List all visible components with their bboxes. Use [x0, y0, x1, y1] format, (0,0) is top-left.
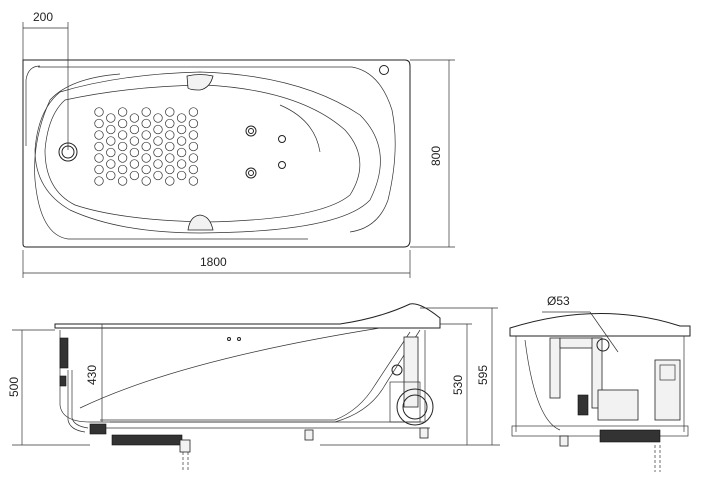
air-jet [106, 170, 116, 181]
air-jet [117, 118, 128, 129]
grip-top [186, 74, 214, 91]
air-jet [141, 176, 151, 186]
air-jet [94, 118, 104, 129]
air-jet [106, 159, 116, 169]
foot [304, 429, 314, 441]
air-jet [106, 147, 116, 158]
pump-motor [389, 336, 434, 426]
air-jet [176, 124, 187, 135]
air-jet [165, 130, 175, 140]
dimension-headrest-height: 595 [420, 307, 498, 445]
air-jet [153, 124, 163, 135]
rim-inner-line [38, 66, 396, 233]
air-jet [176, 147, 187, 158]
dimension-inner-depth: 430 [85, 324, 103, 422]
air-jet [141, 107, 151, 117]
air-jet [176, 170, 187, 181]
overflow-icon [379, 65, 389, 75]
air-jet [129, 159, 140, 169]
air-jet [176, 159, 187, 169]
air-jet [153, 136, 163, 146]
air-jet [165, 164, 175, 175]
air-jet [94, 141, 104, 152]
air-jet [117, 107, 128, 117]
grip-bottom [187, 214, 214, 231]
air-jet [188, 164, 199, 175]
air-jet [117, 153, 128, 163]
dim-label-530: 530 [451, 375, 465, 395]
air-jet [141, 118, 151, 129]
air-jet [188, 107, 199, 117]
air-jet [94, 153, 104, 163]
air-jet [165, 176, 175, 186]
air-jet [153, 170, 163, 181]
air-jet [94, 107, 104, 117]
dimension-width: 800 [410, 59, 455, 248]
air-jet [129, 113, 140, 123]
dim-label-430: 430 [85, 365, 99, 385]
air-jet-grid [94, 107, 199, 186]
dimension-drain-offset: 200 [22, 10, 69, 150]
dim-label-d53: Ø53 [547, 294, 570, 308]
dim-label-500: 500 [7, 377, 21, 397]
air-jet [165, 107, 175, 117]
air-jet [117, 141, 128, 152]
air-jet [153, 113, 163, 123]
air-jet [141, 130, 151, 140]
air-jet [188, 118, 199, 129]
air-jet [129, 124, 140, 135]
tub-body [59, 330, 426, 423]
dim-label-200: 200 [33, 10, 53, 24]
air-jet [141, 164, 151, 175]
air-jet [94, 130, 104, 140]
top-view: 200 1800 [22, 10, 455, 278]
drain-assembly [59, 337, 191, 472]
air-jet [176, 113, 187, 123]
air-jet [141, 153, 151, 163]
dim-label-1800: 1800 [200, 255, 227, 269]
air-jet [165, 118, 175, 129]
air-jet [188, 176, 199, 186]
air-jet [129, 136, 140, 146]
air-jet [165, 153, 175, 163]
end-view: Ø53 [509, 294, 691, 472]
air-jet [141, 141, 151, 152]
air-jet [188, 130, 199, 140]
end-rim [509, 313, 691, 337]
dimension-rim-height: 530 [320, 323, 500, 446]
air-jet [94, 176, 104, 186]
air-jet [117, 130, 128, 140]
air-jet [106, 124, 116, 135]
dimension-overall-height: 500 [7, 329, 90, 446]
foot [559, 435, 569, 447]
air-jet [153, 147, 163, 158]
tub-outline [22, 59, 411, 248]
air-jet [117, 176, 128, 186]
basin-outer [34, 71, 381, 234]
dimension-pipe-diameter: Ø53 [542, 294, 619, 353]
drain-icon [58, 142, 78, 162]
air-jet [129, 170, 140, 181]
hydro-jets [245, 125, 286, 179]
air-jet [188, 153, 199, 163]
air-jet [165, 141, 175, 152]
dim-label-800: 800 [429, 146, 443, 166]
dimension-length: 1800 [22, 250, 411, 278]
rim [54, 303, 441, 329]
basin-inner [44, 84, 361, 223]
air-jet [106, 136, 116, 146]
pipework [549, 337, 681, 472]
dim-label-595: 595 [476, 365, 490, 385]
air-jet [153, 159, 163, 169]
side-view: 500 430 530 595 [7, 303, 500, 472]
air-jet [106, 113, 116, 123]
air-jet [117, 164, 128, 175]
air-jet [188, 141, 199, 152]
air-jet [129, 147, 140, 158]
air-jet [94, 164, 104, 175]
foot [419, 427, 429, 439]
air-jet [176, 136, 187, 146]
